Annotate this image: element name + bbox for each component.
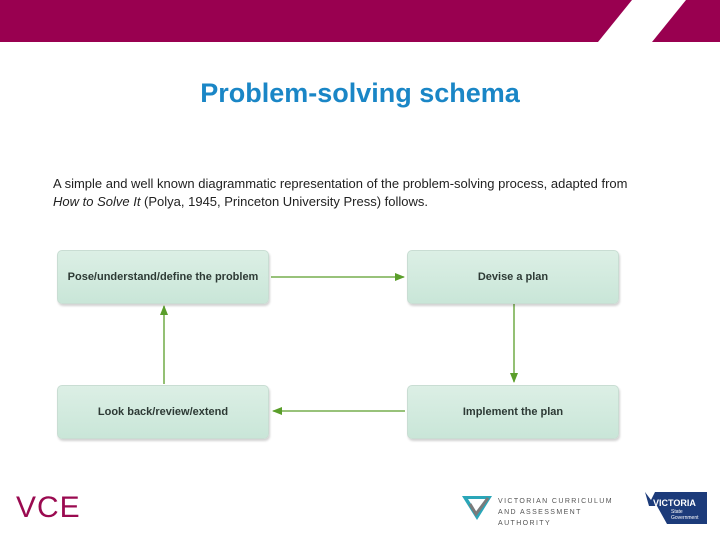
vcaa-wordmark: VICTORIAN CURRICULUM AND ASSESSMENT AUTH… bbox=[498, 496, 633, 529]
vcaa-line-1: VICTORIAN CURRICULUM bbox=[498, 498, 613, 505]
header-band bbox=[0, 0, 720, 42]
slide-title: Problem-solving schema bbox=[200, 78, 520, 108]
intro-part-2: (Polya, 1945, Princeton University Press… bbox=[140, 194, 428, 209]
intro-text: A simple and well known diagrammatic rep… bbox=[53, 175, 653, 211]
vcaa-line-2: AND ASSESSMENT AUTHORITY bbox=[498, 509, 582, 527]
step-box-devise: Devise a plan bbox=[407, 250, 619, 304]
vcaa-logo-icon bbox=[462, 496, 492, 520]
victoria-wordmark: VICTORIA bbox=[653, 498, 696, 508]
intro-book-title: How to Solve It bbox=[53, 194, 141, 209]
victoria-logo-icon bbox=[645, 492, 707, 524]
victoria-subtitle: State Government bbox=[671, 509, 699, 521]
step-box-implement: Implement the plan bbox=[407, 385, 619, 439]
vce-logo-text: VCE bbox=[16, 491, 81, 524]
step-box-lookback: Look back/review/extend bbox=[57, 385, 269, 439]
intro-part-1: A simple and well known diagrammatic rep… bbox=[53, 176, 628, 191]
step-box-pose: Pose/understand/define the problem bbox=[57, 250, 269, 304]
